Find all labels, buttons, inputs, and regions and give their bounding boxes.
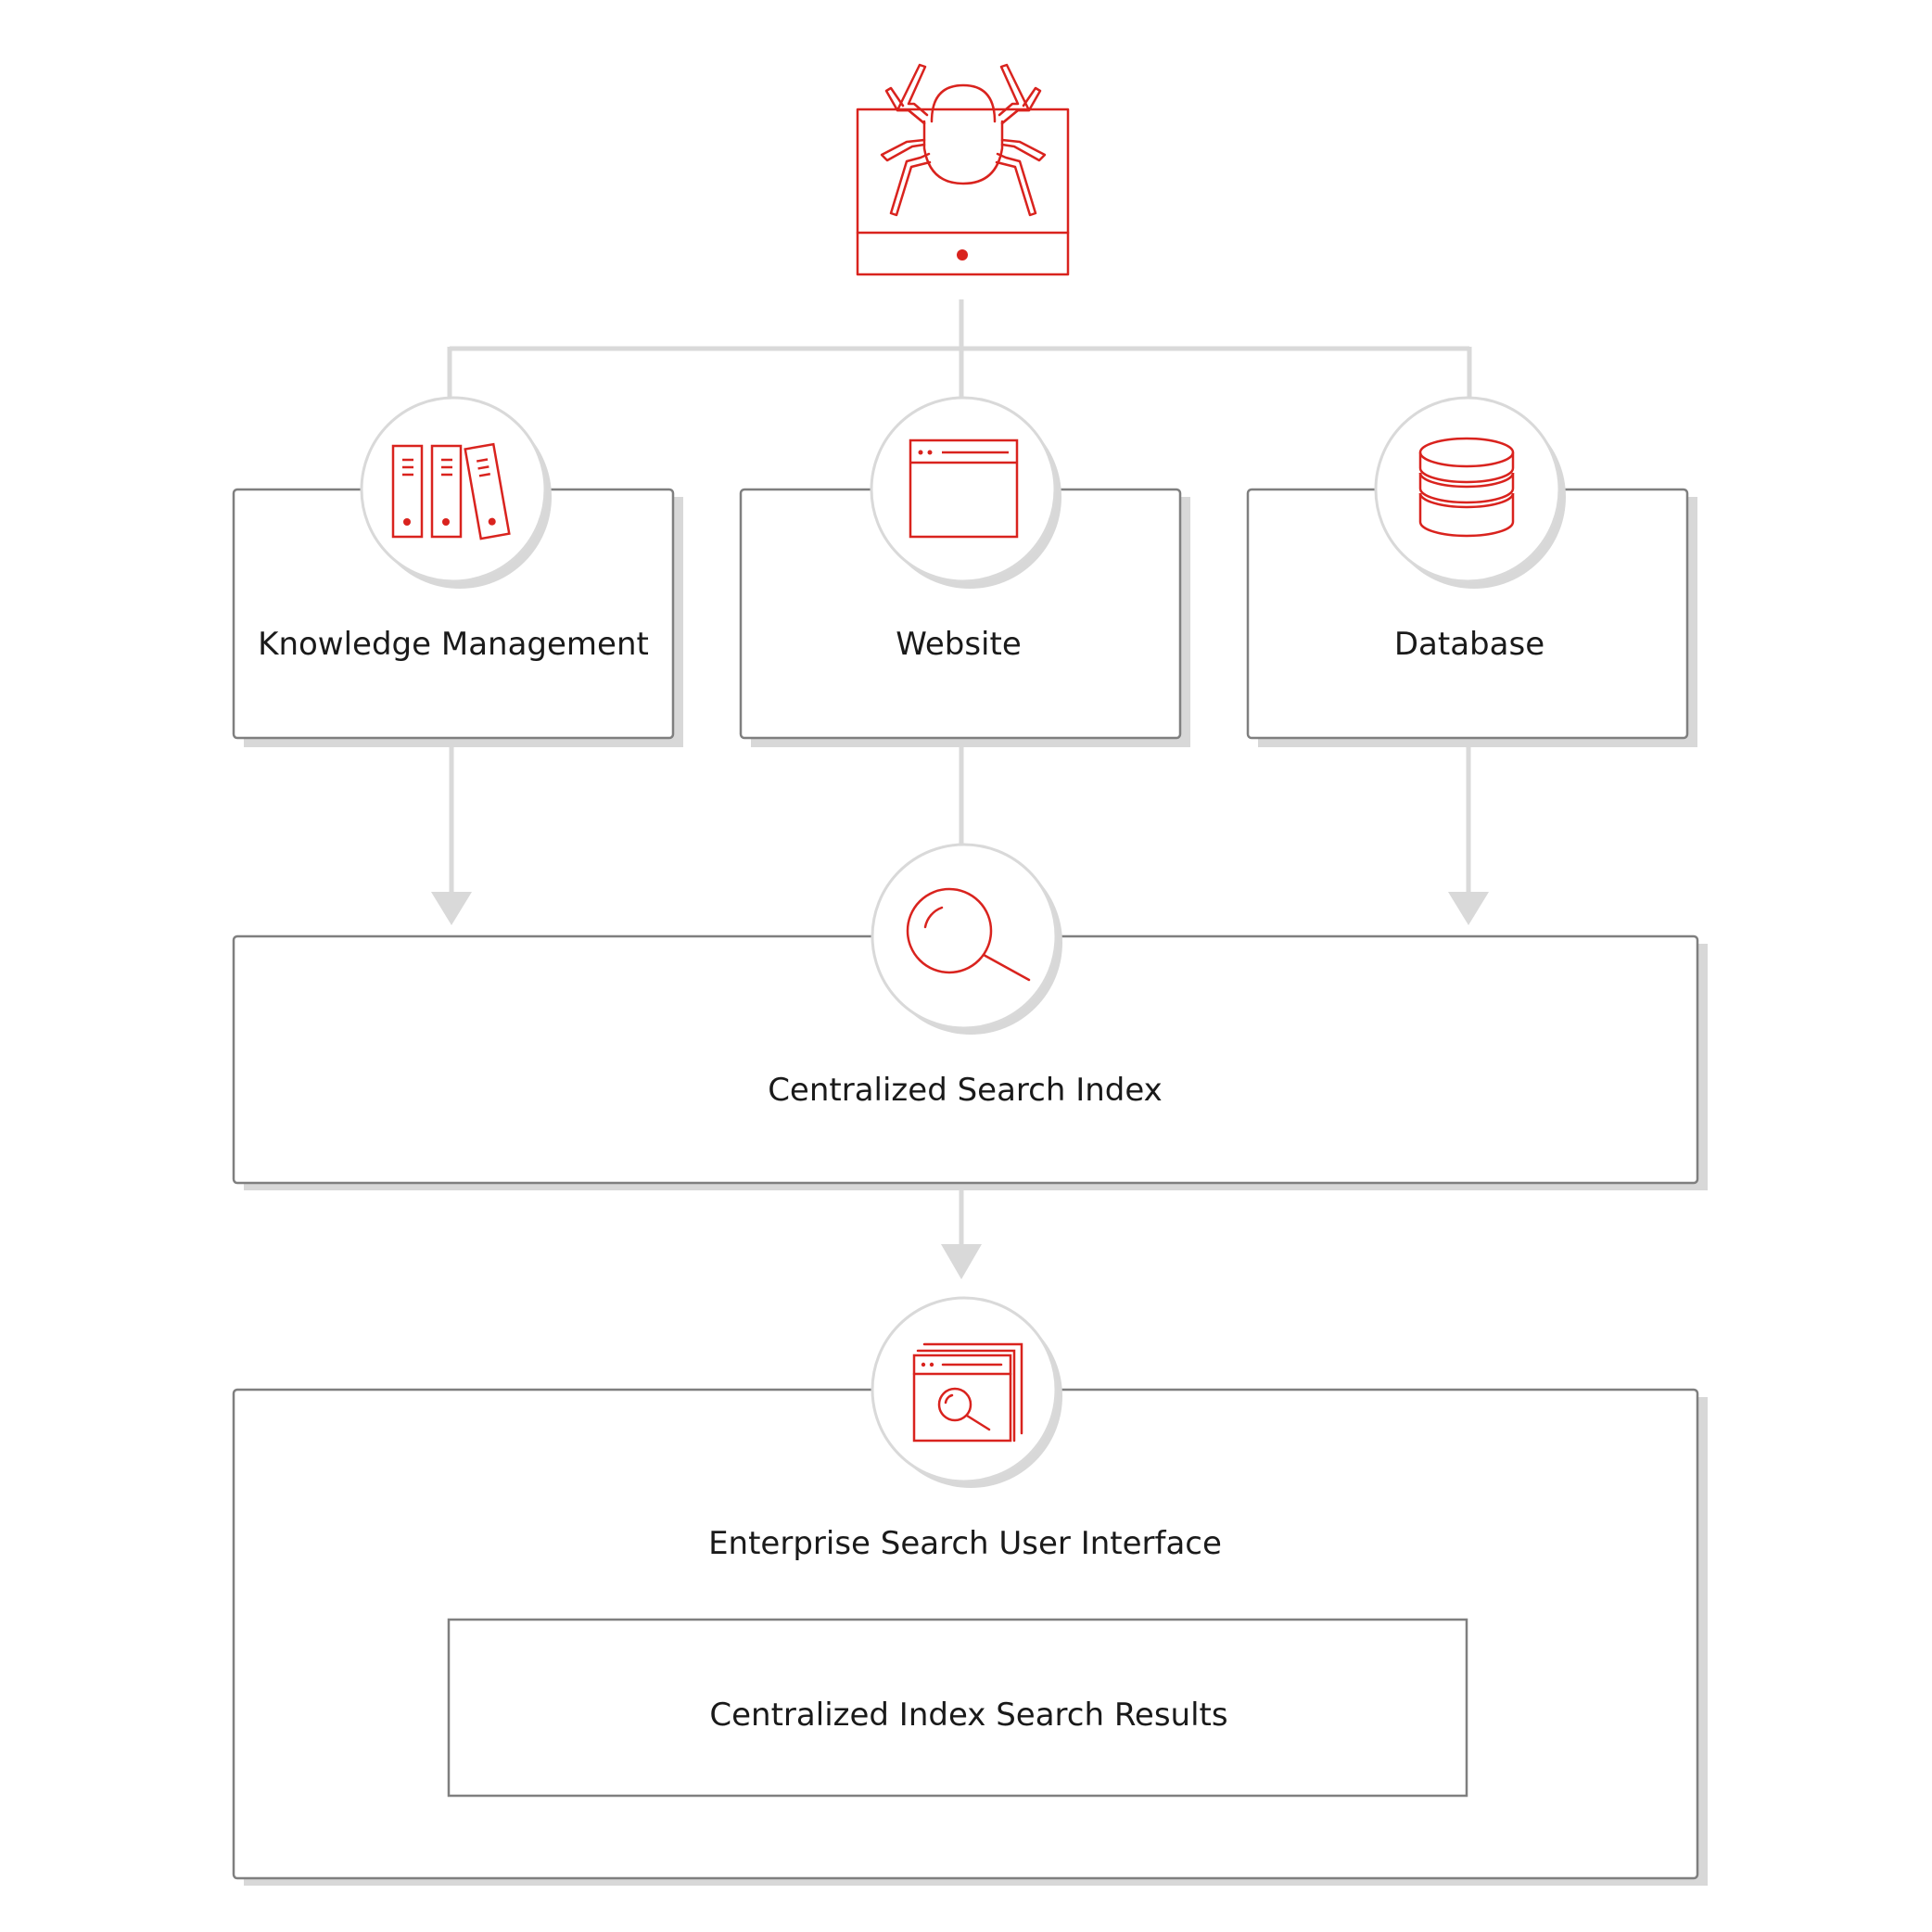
arrowhead-index-to-ui bbox=[941, 1244, 982, 1279]
search-results-label: Centralized Index Search Results bbox=[709, 1697, 1227, 1734]
km-icon-circle bbox=[360, 396, 547, 583]
node-database: Database bbox=[1246, 396, 1697, 747]
search-results-box bbox=[447, 1618, 1468, 1798]
database-icon bbox=[1418, 437, 1515, 538]
spider-crawler-icon bbox=[856, 63, 1070, 276]
magnifier-icon bbox=[906, 887, 1031, 982]
database-icon-circle bbox=[1374, 396, 1561, 583]
search-index-label: Centralized Search Index bbox=[768, 1072, 1163, 1109]
connectors bbox=[447, 299, 1472, 1248]
node-knowledge-management: Knowledge Management bbox=[232, 396, 683, 747]
search-ui-label: Enterprise Search User Interface bbox=[708, 1525, 1222, 1562]
database-label: Database bbox=[1394, 626, 1544, 663]
arrowhead-km-to-index bbox=[431, 892, 472, 925]
website-label: Website bbox=[896, 626, 1022, 663]
arrowheads bbox=[431, 892, 1489, 1279]
node-search-ui: Enterprise Search User Interface Central… bbox=[232, 1296, 1708, 1886]
node-website: Website bbox=[739, 396, 1190, 747]
website-icon-circle bbox=[870, 396, 1057, 583]
node-search-index: Centralized Search Index bbox=[232, 843, 1708, 1190]
binders-icon bbox=[391, 442, 511, 540]
search-window-icon bbox=[912, 1342, 1023, 1443]
arrowhead-db-to-index bbox=[1448, 892, 1489, 925]
search-index-icon-circle bbox=[871, 843, 1058, 1030]
browser-window-icon bbox=[909, 439, 1019, 539]
km-label: Knowledge Management bbox=[258, 626, 649, 663]
